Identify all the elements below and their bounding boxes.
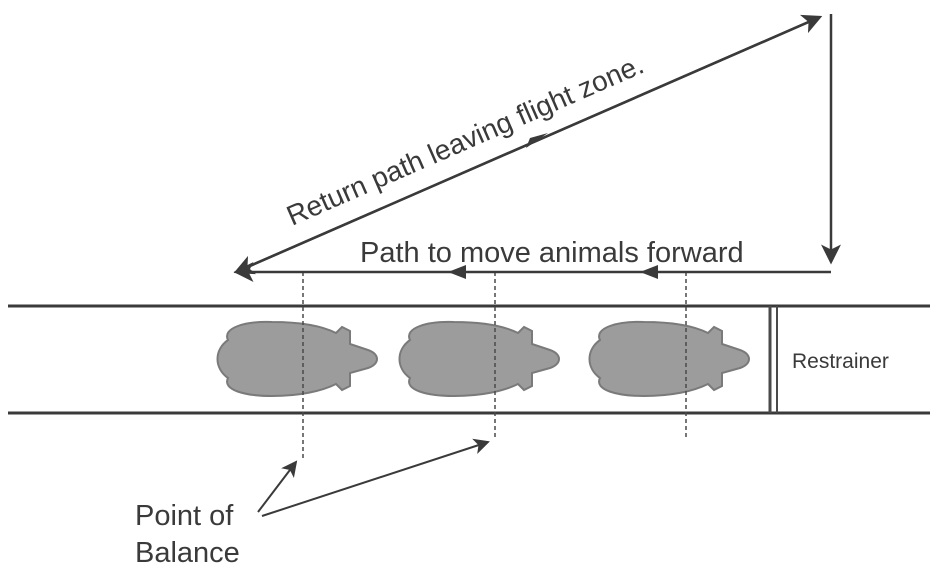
animal-2 xyxy=(400,322,560,396)
animal-3-body xyxy=(590,322,750,396)
animal-1-body xyxy=(218,322,378,396)
balance-pointer-2 xyxy=(262,442,488,516)
animal-1 xyxy=(218,322,378,396)
point-of-balance-label-line2: Balance xyxy=(135,537,240,569)
animal-2-body xyxy=(400,322,560,396)
return-path-label: Return path leaving flight zone. xyxy=(282,49,648,232)
forward-path-label: Path to move animals forward xyxy=(360,237,744,269)
return-path-mid-arrow xyxy=(526,133,548,148)
point-of-balance-label-line1: Point of xyxy=(135,500,234,532)
restrainer-label: Restrainer xyxy=(792,350,889,373)
balance-pointer-1 xyxy=(258,462,296,512)
animal-3 xyxy=(590,322,750,396)
